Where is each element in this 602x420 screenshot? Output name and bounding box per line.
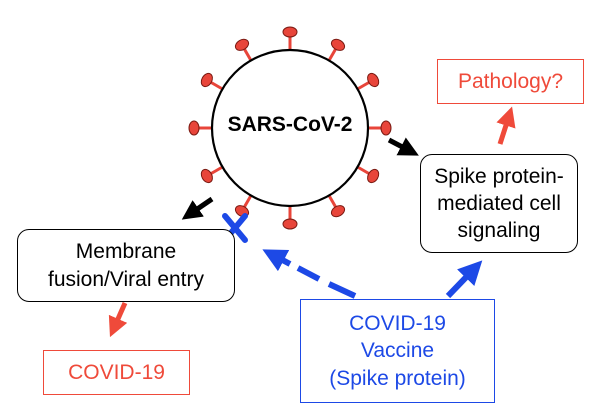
- virus-spike-head: [200, 72, 213, 88]
- pathology-label: Pathology?: [457, 69, 564, 93]
- virus-spike-stalk: [356, 165, 371, 176]
- virus-spike-stalk: [356, 80, 371, 91]
- arrow-membrane-to-covid19: [108, 301, 128, 338]
- virus-spike-stalk: [327, 47, 338, 62]
- arrow-virus-to-signaling: [387, 137, 419, 156]
- membrane-fusion-line-1: Membrane: [75, 240, 177, 264]
- vaccine-box: COVID-19 Vaccine (Spike protein): [300, 299, 495, 403]
- virus-spikes: [188, 26, 392, 230]
- virus-spike-stalk: [327, 194, 338, 209]
- covid19-label: COVID-19: [68, 360, 165, 384]
- pathology-box: Pathology?: [437, 59, 584, 104]
- virus-spike-head: [367, 72, 380, 88]
- virus-spike-stalk: [242, 194, 253, 209]
- vaccine-line-3: (Spike protein): [329, 366, 466, 390]
- vaccine-line-1: COVID-19: [349, 312, 446, 336]
- virus-spike-head: [367, 168, 380, 184]
- vaccine-line-2: Vaccine: [360, 339, 435, 363]
- spike-signaling-box: Spike protein- mediated cell signaling: [420, 154, 578, 253]
- virus-spike-stalk: [209, 80, 224, 91]
- arrow-vaccine-to-membrane-blocked: [262, 249, 357, 299]
- spike-signaling-line-2: mediated cell: [437, 191, 561, 215]
- virus-spike-stalk: [209, 165, 224, 176]
- arrow-signaling-to-pathology: [496, 106, 516, 145]
- virus-spike-stalk: [242, 47, 253, 62]
- membrane-fusion-box: Membrane fusion/Viral entry: [17, 229, 235, 302]
- virus-spike-head: [330, 38, 346, 51]
- covid19-box: COVID-19: [43, 350, 190, 395]
- virus-spike-head: [330, 205, 346, 218]
- virus-spike-head: [188, 120, 200, 136]
- virus-spike-head: [282, 26, 298, 38]
- virus-spike-head: [234, 38, 250, 51]
- arrow-vaccine-to-signaling: [445, 260, 483, 299]
- membrane-fusion-line-2: fusion/Viral entry: [47, 267, 205, 291]
- virus-body: [210, 48, 370, 208]
- arrow-virus-to-membrane: [181, 196, 214, 220]
- virus-spike-head: [380, 120, 392, 136]
- spike-signaling-line-1: Spike protein-: [434, 164, 564, 188]
- virus-label: SARS-CoV-2: [227, 113, 353, 136]
- virus-spike-head: [282, 218, 298, 230]
- spike-signaling-line-3: signaling: [457, 219, 541, 243]
- virus-spike-head: [200, 168, 213, 184]
